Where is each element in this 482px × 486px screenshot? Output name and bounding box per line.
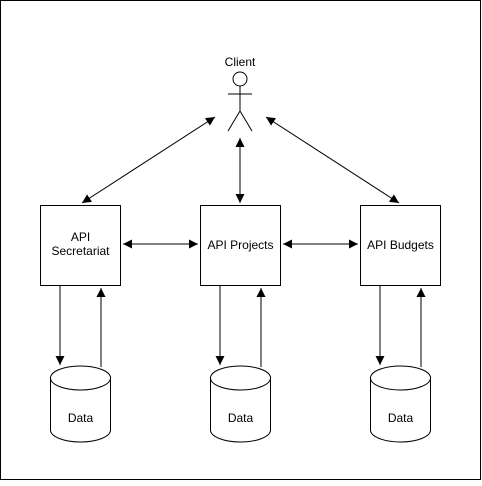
database-secretariat: Data xyxy=(50,365,111,443)
database-budgets-label: Data xyxy=(388,411,414,425)
database-budgets: Data xyxy=(370,365,431,443)
database-projects: Data xyxy=(210,365,271,443)
api-secretariat-label-line-1: API xyxy=(71,230,90,244)
api-budgets-label: API Budgets xyxy=(367,238,434,252)
stick-figure-icon xyxy=(227,71,253,132)
database-projects-label: Data xyxy=(228,411,254,425)
connector-client-budgets xyxy=(265,116,400,204)
api-box-projects: API Projects xyxy=(200,205,281,286)
api-secretariat-label-line-2: Secretariat xyxy=(51,244,110,258)
api-box-budgets: API Budgets xyxy=(360,205,441,286)
database-secretariat-label: Data xyxy=(68,411,94,425)
api-box-secretariat: API Secretariat xyxy=(40,205,121,286)
client-actor: Client xyxy=(225,55,256,132)
client-label: Client xyxy=(225,55,256,69)
connector-client-secretariat xyxy=(81,116,216,204)
api-projects-label: API Projects xyxy=(207,238,273,252)
